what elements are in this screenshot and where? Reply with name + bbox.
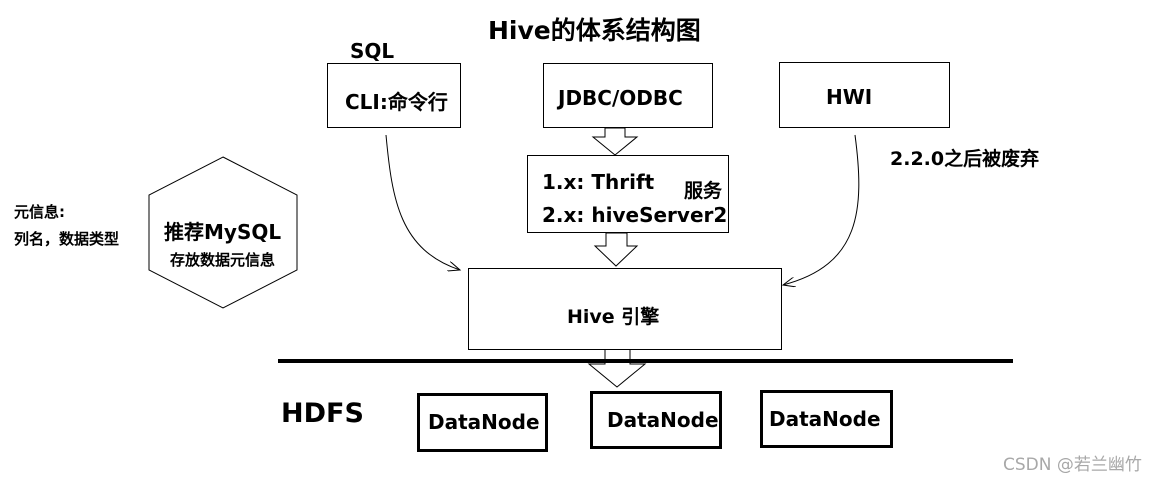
service-label: 服务 <box>684 180 723 202</box>
hwi-box: HWI <box>779 62 950 128</box>
service-box: 1.x: Thrift 2.x: hiveServer2 服务 <box>527 155 729 233</box>
hdfs-label: HDFS <box>281 398 364 429</box>
datanode-box: DataNode <box>417 393 548 452</box>
hive-engine-label: Hive 引擎 <box>567 306 660 328</box>
datanode-label: DataNode <box>428 410 540 434</box>
cli-box: CLI:命令行 <box>327 63 461 128</box>
page-title: Hive的体系结构图 <box>488 16 701 45</box>
cli-label: CLI:命令行 <box>345 90 448 114</box>
jdbc-odbc-label: JDBC/ODBC <box>558 86 683 110</box>
jdbc-to-service-arrow <box>591 127 639 156</box>
datanode-label: DataNode <box>607 408 719 432</box>
hive-engine-box: Hive 引擎 <box>468 268 782 350</box>
metastore-subtitle: 存放数据元信息 <box>170 251 276 269</box>
metadata-note-line1: 元信息: <box>14 203 65 221</box>
datanode-label: DataNode <box>769 407 881 431</box>
metastore-hexagon <box>148 156 298 309</box>
watermark: CSDN @若兰幽竹 <box>1003 455 1142 475</box>
metadata-note-line2: 列名，数据类型 <box>14 230 120 248</box>
metastore-title: 推荐MySQL <box>164 220 282 244</box>
jdbc-odbc-box: JDBC/ODBC <box>543 63 713 128</box>
hiveserver2-line: 2.x: hiveServer2 <box>542 203 728 227</box>
hwi-deprecated-note: 2.2.0之后被废弃 <box>890 148 1040 170</box>
hwi-label: HWI <box>826 85 873 109</box>
datanode-box: DataNode <box>760 390 893 448</box>
sql-label: SQL <box>350 39 395 63</box>
service-to-engine-arrow <box>593 232 639 267</box>
thrift-line: 1.x: Thrift <box>542 170 655 194</box>
datanode-box: DataNode <box>590 391 722 449</box>
cli-to-engine-arrow <box>385 134 460 270</box>
hwi-to-engine-arrow <box>783 134 860 285</box>
